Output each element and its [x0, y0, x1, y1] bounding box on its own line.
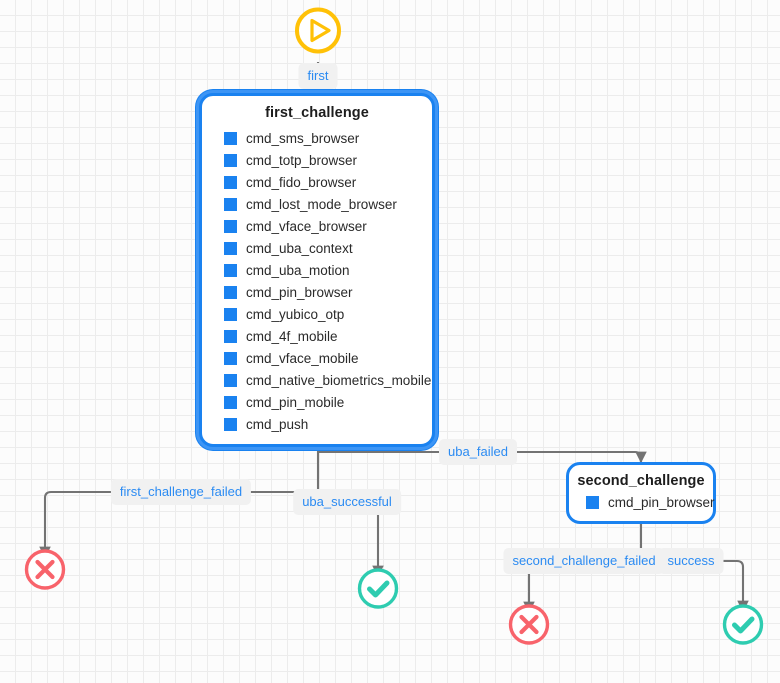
list-item-label: cmd_uba_context — [246, 240, 353, 256]
list-item-label: cmd_fido_browser — [246, 174, 357, 190]
list-item-label: cmd_uba_motion — [246, 262, 350, 278]
list-item-label: cmd_pin_browser — [608, 494, 715, 510]
list-item[interactable]: cmd_yubico_otp — [224, 303, 432, 325]
check-circle-icon — [722, 604, 764, 645]
item-color-swatch — [586, 495, 599, 509]
start-node[interactable] — [294, 7, 342, 60]
item-color-swatch — [224, 153, 237, 167]
item-color-swatch — [224, 197, 237, 211]
terminal-success[interactable] — [721, 603, 765, 652]
node-title: first_challenge — [265, 105, 369, 121]
list-item-label: cmd_vface_browser — [246, 218, 367, 234]
item-color-swatch — [224, 285, 237, 299]
list-item-label: cmd_pin_mobile — [246, 394, 345, 410]
item-color-swatch — [224, 131, 237, 145]
edge-label-success[interactable]: success — [658, 548, 724, 574]
item-color-swatch — [224, 395, 237, 409]
edge-label-uba-successful[interactable]: uba_successful — [293, 489, 401, 515]
list-item-label: cmd_lost_mode_browser — [246, 196, 397, 212]
list-item[interactable]: cmd_pin_browser — [586, 491, 715, 513]
item-color-swatch — [224, 351, 237, 365]
item-color-swatch — [224, 219, 237, 233]
x-circle-icon — [508, 604, 550, 645]
node-item-list: cmd_sms_browser cmd_totp_browser cmd_fid… — [202, 127, 432, 444]
item-color-swatch — [224, 373, 237, 387]
list-item[interactable]: cmd_pin_browser — [224, 281, 432, 303]
item-color-swatch — [224, 175, 237, 189]
edge-label-uba-failed[interactable]: uba_failed — [439, 439, 517, 465]
node-first-challenge[interactable]: first_challenge cmd_sms_browser cmd_totp… — [199, 93, 435, 447]
node-title: second_challenge — [577, 473, 705, 489]
list-item[interactable]: cmd_push — [224, 413, 432, 435]
list-item-label: cmd_pin_browser — [246, 284, 353, 300]
terminal-first-challenge-failed[interactable] — [23, 548, 67, 597]
list-item[interactable]: cmd_uba_motion — [224, 259, 432, 281]
list-item-label: cmd_vface_mobile — [246, 350, 359, 366]
list-item[interactable]: cmd_4f_mobile — [224, 325, 432, 347]
list-item[interactable]: cmd_lost_mode_browser — [224, 193, 432, 215]
list-item[interactable]: cmd_pin_mobile — [224, 391, 432, 413]
item-color-swatch — [224, 329, 237, 343]
edge-label-first[interactable]: first — [298, 63, 338, 89]
edge-label-first-challenge-failed[interactable]: first_challenge_failed — [110, 479, 252, 505]
x-circle-icon — [24, 549, 66, 590]
check-circle-icon — [357, 568, 399, 609]
item-color-swatch — [224, 417, 237, 431]
list-item[interactable]: cmd_native_biometrics_mobile — [224, 369, 432, 391]
terminal-uba-successful[interactable] — [356, 567, 400, 616]
list-item-label: cmd_push — [246, 416, 309, 432]
play-circle-icon — [295, 7, 341, 54]
item-color-swatch — [224, 241, 237, 255]
list-item-label: cmd_4f_mobile — [246, 328, 338, 344]
list-item-label: cmd_totp_browser — [246, 152, 358, 168]
list-item[interactable]: cmd_sms_browser — [224, 127, 432, 149]
edge-label-second-challenge-failed[interactable]: second_challenge_failed — [503, 548, 665, 574]
list-item[interactable]: cmd_uba_context — [224, 237, 432, 259]
list-item[interactable]: cmd_totp_browser — [224, 149, 432, 171]
list-item[interactable]: cmd_vface_browser — [224, 215, 432, 237]
list-item-label: cmd_native_biometrics_mobile — [246, 372, 432, 388]
list-item-label: cmd_sms_browser — [246, 130, 360, 146]
item-color-swatch — [224, 263, 237, 277]
node-item-list: cmd_pin_browser — [569, 491, 715, 521]
item-color-swatch — [224, 307, 237, 321]
list-item[interactable]: cmd_vface_mobile — [224, 347, 432, 369]
list-item[interactable]: cmd_fido_browser — [224, 171, 432, 193]
node-second-challenge[interactable]: second_challenge cmd_pin_browser — [566, 462, 716, 524]
edge-uba-failed-end — [516, 450, 647, 464]
terminal-second-challenge-failed[interactable] — [507, 603, 551, 652]
list-item-label: cmd_yubico_otp — [246, 306, 345, 322]
